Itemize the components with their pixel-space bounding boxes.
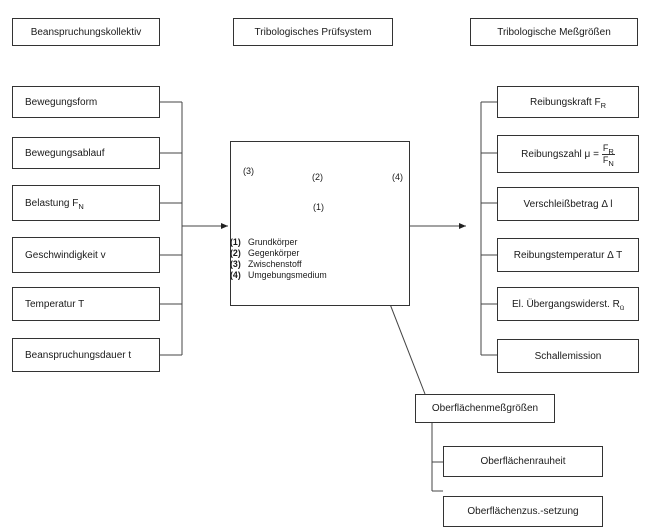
- denominator-subscript: N: [608, 158, 614, 168]
- output-label: Reibungszahl μ =: [521, 148, 599, 160]
- marker-4: (4): [392, 172, 403, 182]
- numerator-symbol: F: [602, 142, 609, 153]
- marker-2: (2): [312, 172, 323, 182]
- header-pruefsystem: Tribologisches Prüfsystem: [233, 18, 393, 46]
- input-subscript: N: [78, 201, 84, 211]
- denominator-symbol: F: [602, 154, 609, 165]
- input-label: Beanspruchungsdauer t: [25, 349, 132, 361]
- output-label: Reibungstemperatur Δ T: [513, 249, 623, 261]
- input-label: Belastung F: [25, 197, 79, 209]
- header-right-label: Tribologische Meßgrößen: [497, 26, 611, 38]
- fraction-denominator: FN: [602, 154, 614, 168]
- input-box-temperatur: Temperatur T: [12, 287, 160, 321]
- system-box: [230, 141, 410, 306]
- legend-num: (3): [230, 259, 241, 269]
- output-label: Verschleißbetrag Δ l: [523, 198, 613, 210]
- output-box-reibungszahl: Reibungszahl μ = FR FN: [497, 135, 639, 173]
- reibungszahl-fraction: FR FN: [601, 142, 615, 168]
- numerator-subscript: R: [608, 146, 614, 156]
- legend-row: (2) Gegenkörper: [230, 248, 327, 259]
- input-box-geschwindigkeit: Geschwindigkeit v: [12, 237, 160, 273]
- fraction-numerator: FR: [601, 142, 615, 156]
- input-label: Geschwindigkeit v: [25, 249, 106, 261]
- input-box-beanspruchungsdauer: Beanspruchungsdauer t: [12, 338, 160, 372]
- surface-title-label: Oberflächenmeßgrößen: [431, 403, 539, 414]
- input-box-bewegungsform: Bewegungsform: [12, 86, 160, 118]
- surface-item-label: Oberflächenrauheit: [480, 456, 566, 467]
- input-label: Bewegungsablauf: [25, 147, 105, 159]
- header-center-label: Tribologisches Prüfsystem: [254, 26, 372, 38]
- system-legend: (1) Grundkörper (2) Gegenkörper (3) Zwische…: [230, 237, 327, 281]
- header-messgroessen: Tribologische Meßgrößen: [470, 18, 638, 46]
- input-label: Temperatur T: [25, 298, 85, 310]
- input-label: Bewegungsform: [25, 96, 98, 108]
- surface-box-rauheit: Oberflächenrauheit: [443, 446, 603, 477]
- legend-num: (1): [230, 237, 241, 247]
- legend-text: Gegenkörper: [248, 248, 300, 258]
- output-label: Schallemission: [534, 350, 602, 362]
- output-subscript: R: [600, 100, 606, 110]
- surface-item-label: Oberflächenzus.-setzung: [467, 506, 579, 517]
- legend-text: Zwischenstoff: [248, 259, 302, 269]
- legend-row: (3) Zwischenstoff: [230, 259, 327, 270]
- header-left-label: Beanspruchungskollektiv: [30, 26, 142, 38]
- surface-box-title: Oberflächenmeßgrößen: [415, 394, 555, 423]
- output-box-verschleissbetrag: Verschleißbetrag Δ l: [497, 187, 639, 221]
- legend-text: Grundkörper: [248, 237, 298, 247]
- output-box-reibungstemperatur: Reibungstemperatur Δ T: [497, 238, 639, 272]
- output-label: Reibungskraft F: [529, 96, 601, 108]
- legend-num: (2): [230, 248, 241, 258]
- legend-row: (1) Grundkörper: [230, 237, 327, 248]
- marker-3: (3): [243, 166, 254, 176]
- output-label: El. Übergangswiderst. R: [512, 298, 620, 310]
- header-beanspruchungskollektiv: Beanspruchungskollektiv: [12, 18, 160, 46]
- output-subscript: ü: [619, 302, 624, 312]
- legend-num: (4): [230, 270, 241, 280]
- marker-1: (1): [313, 202, 324, 212]
- input-box-bewegungsablauf: Bewegungsablauf: [12, 137, 160, 169]
- legend-row: (4) Umgebungsmedium: [230, 270, 327, 281]
- legend-text: Umgebungsmedium: [248, 270, 327, 280]
- output-box-schallemission: Schallemission: [497, 339, 639, 373]
- surface-box-zusammensetzung: Oberflächenzus.-setzung: [443, 496, 603, 527]
